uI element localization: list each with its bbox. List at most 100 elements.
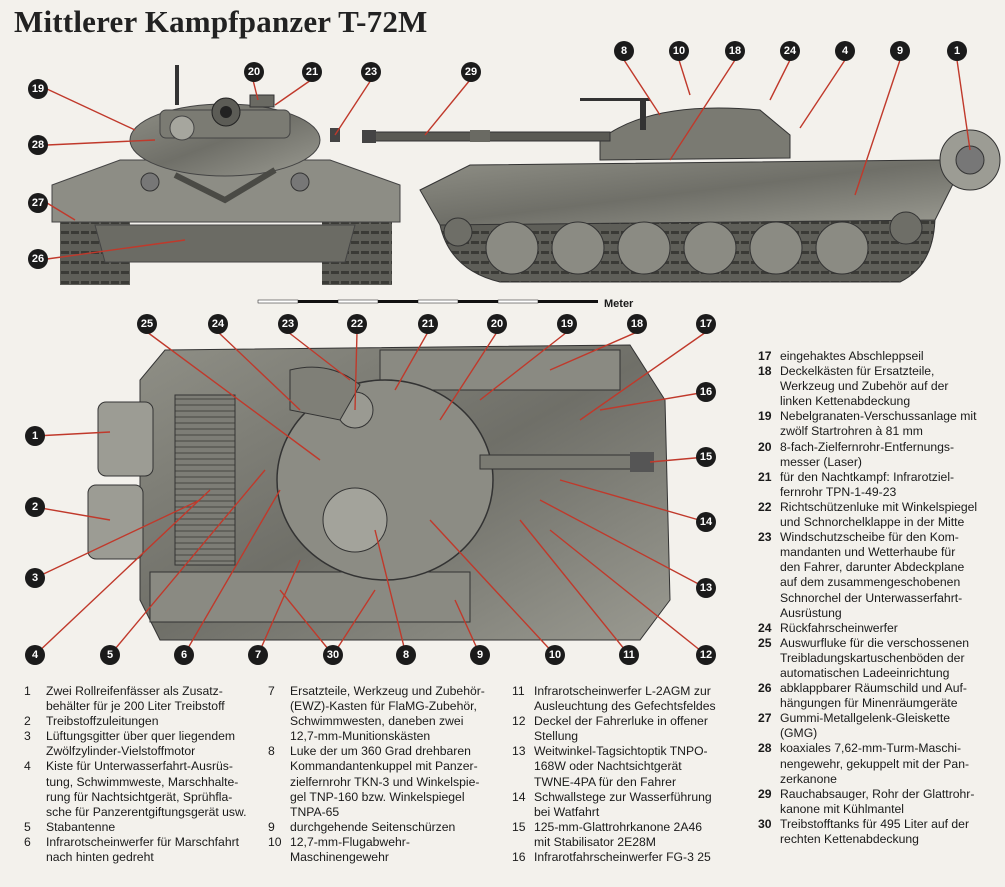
legend-item-number: 9 xyxy=(268,819,275,834)
legend-column-3: 11 Infrarotscheinwerfer L-2AGM zur Ausleu… xyxy=(512,684,748,865)
scale-label: Meter xyxy=(604,298,634,310)
legend-item-number: 23 xyxy=(758,530,772,545)
legend-item: 27 Gummi-Metallgelenk-Gleiskette (GMG) xyxy=(758,711,1002,741)
legend-item: 11 Infrarotscheinwerfer L-2AGM zur Ausleu… xyxy=(512,684,748,714)
callout-25-top: 25 xyxy=(137,314,157,334)
scale-bar xyxy=(257,299,598,304)
legend-item-text: Lüftungsgitter über quer liegendem Zwölf… xyxy=(46,729,236,759)
callout-1-top: 1 xyxy=(25,426,45,446)
legend-item-text: Gummi-Metallgelenk-Gleiskette (GMG) xyxy=(780,711,951,741)
legend-item: 20 8-fach-Zielfernrohr-Entfernungs- messe… xyxy=(758,440,1002,470)
legend-item: 9 durchgehende Seitenschürzen xyxy=(268,820,504,835)
callout-26-front: 26 xyxy=(28,249,48,269)
legend-item-number: 13 xyxy=(512,744,526,759)
legend-item: 23 Windschutzscheibe für den Kom- mandant… xyxy=(758,530,1002,621)
legend-item-text: Windschutzscheibe für den Kom- mandanten… xyxy=(780,530,965,620)
legend-item-text: Rauchabsauger, Rohr der Glattrohr- kanon… xyxy=(780,786,975,816)
legend-item: 8 Luke der um 360 Grad drehbaren Kommanda… xyxy=(268,744,504,819)
callout-5-top: 5 xyxy=(100,645,120,665)
callout-10-top: 10 xyxy=(545,645,565,665)
callout-12-top: 12 xyxy=(696,645,716,665)
legend-item: 14 Schwallstege zur Wasserführung bei Wat… xyxy=(512,790,748,820)
legend-item-text: Infrarotscheinwerfer L-2AGM zur Ausleuch… xyxy=(534,684,716,714)
callout-4-side: 4 xyxy=(835,41,855,61)
legend-item-text: durchgehende Seitenschürzen xyxy=(290,819,456,834)
callout-3-top: 3 xyxy=(25,568,45,588)
callout-21-front: 21 xyxy=(302,62,322,82)
legend-item-text: Treibstofftanks für 495 Liter auf der re… xyxy=(780,816,970,846)
callout-8-side: 8 xyxy=(614,41,634,61)
callout-24-side: 24 xyxy=(780,41,800,61)
callout-23-front: 23 xyxy=(361,62,381,82)
legend-item: 16 Infrarotfahrscheinwerfer FG-3 25 xyxy=(512,850,748,865)
legend-item-number: 14 xyxy=(512,789,526,804)
legend-item-number: 3 xyxy=(24,729,31,744)
legend-item-text: Deckelkästen für Ersatzteile, Werkzeug u… xyxy=(780,364,949,409)
legend-item-text: Ersatzteile, Werkzeug und Zubehör- (EWZ)… xyxy=(290,684,485,744)
legend-item-text: Weitwinkel-Tagsichtoptik TNPO- 168W oder… xyxy=(534,744,708,789)
legend-item-text: 8-fach-Zielfernrohr-Entfernungs- messer … xyxy=(780,439,955,469)
callout-19-top: 19 xyxy=(557,314,577,334)
callout-14-top: 14 xyxy=(696,512,716,532)
legend-item-number: 2 xyxy=(24,714,31,729)
callout-13-top: 13 xyxy=(696,578,716,598)
callout-29-side: 29 xyxy=(461,62,481,82)
legend-item-number: 26 xyxy=(758,681,772,696)
legend-item-number: 1 xyxy=(24,684,31,698)
legend-item-text: Richtschützenluke mit Winkelspiegel und … xyxy=(780,499,978,530)
legend-item-text: Luke der um 360 Grad drehbaren Kommandan… xyxy=(290,744,480,819)
callout-11-top: 11 xyxy=(619,645,639,665)
legend-item-text: Zwei Rollreifenfässer als Zusatz- behält… xyxy=(46,684,225,714)
callout-17-top: 17 xyxy=(696,314,716,334)
legend-column-1: 1 Zwei Rollreifenfässer als Zusatz- behäl… xyxy=(24,684,260,865)
legend-item-text: für den Nachtkampf: Infrarotziel- fernro… xyxy=(780,469,955,499)
callout-20-front: 20 xyxy=(244,62,264,82)
callout-1-side: 1 xyxy=(947,41,967,61)
callout-30-top: 30 xyxy=(323,645,343,665)
legend-item-number: 20 xyxy=(758,439,772,454)
callout-8-top: 8 xyxy=(396,645,416,665)
legend-item-number: 6 xyxy=(24,834,31,849)
legend-item-number: 4 xyxy=(24,759,31,774)
callout-19-front: 19 xyxy=(28,79,48,99)
callout-28-front: 28 xyxy=(28,135,48,155)
legend-item-text: koaxiales 7,62-mm-Turm-Maschi- nengewehr… xyxy=(780,741,970,786)
legend-item: 30 Treibstofftanks für 495 Liter auf der … xyxy=(758,817,1002,847)
side-view xyxy=(362,98,1001,283)
callout-7-top: 7 xyxy=(248,645,268,665)
page-title: Mittlerer Kampfpanzer T-72M xyxy=(14,4,428,39)
legend-item: 1 Zwei Rollreifenfässer als Zusatz- behäl… xyxy=(24,684,260,714)
callout-22-top: 22 xyxy=(347,314,367,334)
callout-15-top: 15 xyxy=(696,447,716,467)
legend-item-text: Schwallstege zur Wasserführung bei Watfa… xyxy=(534,789,712,819)
legend-item-number: 11 xyxy=(512,684,525,698)
callout-2-top: 2 xyxy=(25,497,45,517)
legend-item-number: 19 xyxy=(758,409,772,424)
legend-item-number: 30 xyxy=(758,816,772,831)
legend-item-number: 8 xyxy=(268,744,275,759)
legend-item-number: 27 xyxy=(758,711,772,726)
legend-item-text: Infrarotfahrscheinwerfer FG-3 25 xyxy=(534,850,711,865)
legend-item-number: 15 xyxy=(512,819,526,834)
legend-item-text: eingehaktes Abschleppseil xyxy=(780,349,924,363)
legend-item: 13 Weitwinkel-Tagsichtoptik TNPO- 168W od… xyxy=(512,744,748,789)
callout-9-side: 9 xyxy=(890,41,910,61)
legend-item-number: 24 xyxy=(758,620,772,635)
leader-lines xyxy=(34,59,971,656)
legend-item-text: abklappbarer Räumschild und Auf- hängung… xyxy=(780,681,967,711)
legend-item-number: 16 xyxy=(512,850,526,865)
callout-20-top: 20 xyxy=(487,314,507,334)
legend-item-text: Auswurfluke für die verschossenen Treibl… xyxy=(780,635,970,680)
callout-9-top: 9 xyxy=(470,645,490,665)
legend-item-number: 12 xyxy=(512,714,526,729)
callout-18-side: 18 xyxy=(725,41,745,61)
